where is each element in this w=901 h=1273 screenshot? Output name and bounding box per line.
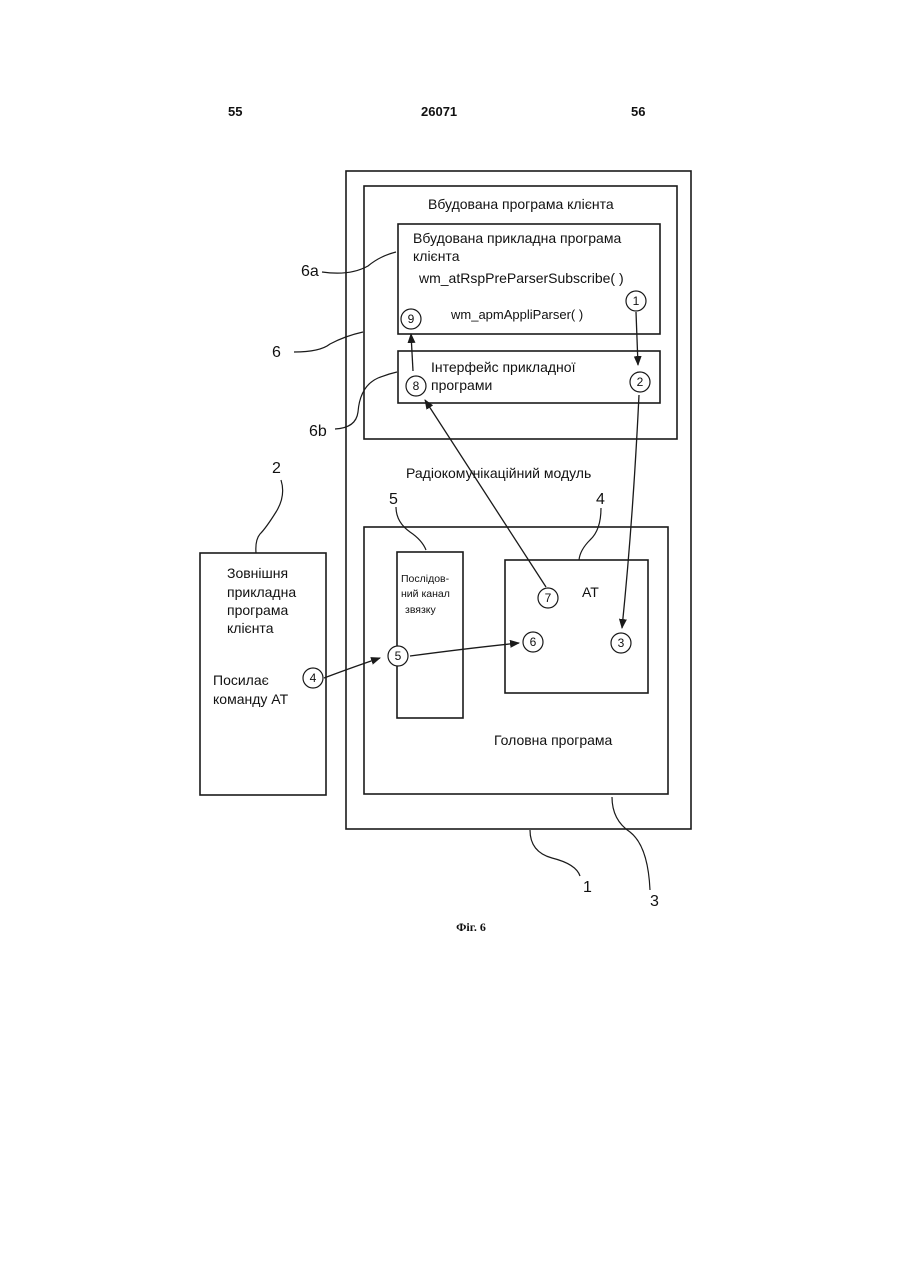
step-8-circle: 8 xyxy=(406,376,426,396)
arrow-4-to-5 xyxy=(324,658,380,678)
main-program-label: Головна програма xyxy=(494,732,613,748)
step-6-circle: 6 xyxy=(523,632,543,652)
step-6-number: 6 xyxy=(530,635,537,649)
func-subscribe-label: wm_atRspPreParserSubscribe( ) xyxy=(418,270,624,286)
step-1-circle: 1 xyxy=(626,291,646,311)
step-7-number: 7 xyxy=(545,591,552,605)
embedded-app-program-label-2: клієнта xyxy=(413,248,460,264)
embedded-client-program-label: Вбудована програма клієнта xyxy=(428,196,614,212)
leader-1 xyxy=(530,830,580,876)
ref-6: 6 xyxy=(272,344,281,361)
external-app-label-2: прикладна xyxy=(227,584,296,600)
serial-channel-label-3: звязку xyxy=(405,604,436,616)
step-9-circle: 9 xyxy=(401,309,421,329)
app-interface-label-2: програми xyxy=(431,377,492,393)
step-2-circle: 2 xyxy=(630,372,650,392)
ref-4: 4 xyxy=(596,491,605,508)
arrow-5-to-6 xyxy=(410,643,519,656)
ref-6a: 6a xyxy=(301,263,319,280)
ref-5: 5 xyxy=(389,491,398,508)
at-label: AT xyxy=(582,584,599,600)
arrow-1-to-2 xyxy=(636,312,638,365)
leader-4 xyxy=(579,508,601,560)
arrow-2-to-3 xyxy=(622,395,639,628)
arrow-8-to-9 xyxy=(411,334,413,371)
step-8-number: 8 xyxy=(413,379,420,393)
external-app-label-1: Зовнішня xyxy=(227,565,288,581)
leader-6a xyxy=(322,252,396,273)
leader-2 xyxy=(256,480,283,553)
step-4-circle: 4 xyxy=(303,668,323,688)
ref-2: 2 xyxy=(272,460,281,477)
ref-3: 3 xyxy=(650,893,659,910)
step-1-number: 1 xyxy=(633,294,640,308)
step-3-circle: 3 xyxy=(611,633,631,653)
step-9-number: 9 xyxy=(408,312,415,326)
step-4-number: 4 xyxy=(310,671,317,685)
external-app-label-3: програма xyxy=(227,602,288,618)
main-program-box xyxy=(364,527,668,794)
serial-channel-label-2: ний канал xyxy=(401,588,450,600)
ref-1: 1 xyxy=(583,879,592,896)
leader-3 xyxy=(612,797,650,890)
step-2-number: 2 xyxy=(637,375,644,389)
app-interface-label-1: Інтерфейс прикладної xyxy=(431,359,576,375)
external-app-label-4: клієнта xyxy=(227,620,274,636)
leader-5 xyxy=(396,507,426,550)
arrow-7-to-8 xyxy=(425,400,546,587)
step-3-number: 3 xyxy=(618,636,625,650)
leader-6b xyxy=(335,372,397,429)
func-parser-label: wm_apmAppliParser( ) xyxy=(450,307,583,322)
radio-module-label: Радіокомунікаційний модуль xyxy=(406,465,591,481)
step-5-number: 5 xyxy=(395,649,402,663)
leader-6 xyxy=(294,332,363,352)
figure-caption: Фіг. 6 xyxy=(456,920,486,934)
step-5-circle: 5 xyxy=(388,646,408,666)
sends-command-label-2: команду AT xyxy=(213,691,289,707)
sends-command-label-1: Посилає xyxy=(213,672,269,688)
step-7-circle: 7 xyxy=(538,588,558,608)
serial-channel-label-1: Послідов- xyxy=(401,573,450,585)
embedded-app-program-label-1: Вбудована прикладна програма xyxy=(413,230,621,246)
ref-6b: 6b xyxy=(309,423,327,440)
